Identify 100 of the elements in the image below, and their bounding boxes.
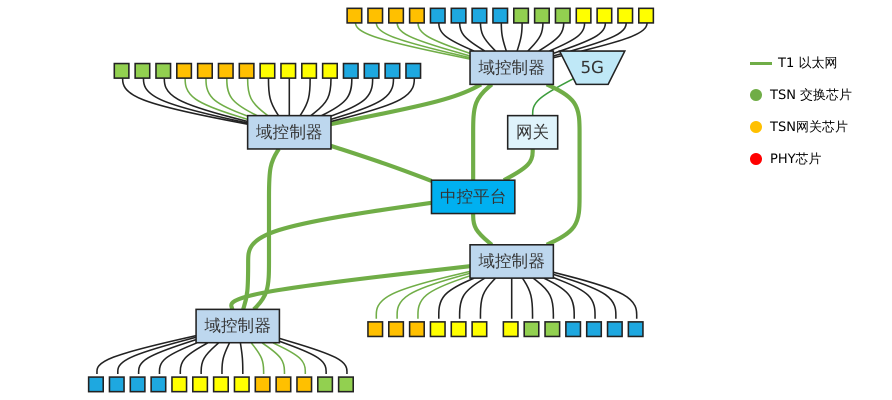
connector [396, 272, 470, 319]
node-box: 域控制器 [246, 114, 332, 150]
node-box [638, 8, 654, 24]
node-box [275, 376, 292, 392]
node-box: 中控平台 [430, 179, 516, 214]
connector [458, 277, 486, 319]
legend-text: T1 以太网 [778, 55, 838, 72]
node-box [301, 62, 318, 79]
node-box [565, 321, 582, 338]
node-box [596, 8, 612, 24]
node-box: 域控制器 [469, 244, 554, 279]
connector [553, 276, 596, 319]
node-box [176, 62, 192, 79]
node-box: 域控制器 [195, 308, 280, 344]
node-box [502, 321, 519, 338]
node-box [114, 62, 130, 79]
connector [96, 334, 196, 374]
connector [438, 277, 474, 319]
connector [241, 200, 432, 310]
connector [546, 82, 582, 247]
node-box [134, 62, 150, 79]
node-box [346, 8, 362, 24]
node-box [155, 62, 172, 79]
node-box [523, 321, 540, 338]
node-box [554, 8, 571, 24]
node-box: 域控制器 [469, 50, 554, 86]
node-box [130, 376, 146, 392]
node-box [384, 62, 400, 79]
connector [272, 342, 306, 374]
node-box [388, 8, 404, 24]
legend-text: PHY芯片 [770, 151, 822, 168]
connector [480, 278, 496, 319]
connector [261, 342, 286, 374]
node-box [408, 321, 425, 338]
node-box [576, 8, 592, 24]
node-box [544, 321, 560, 338]
connector [553, 271, 638, 319]
connector [200, 342, 220, 374]
connector [376, 270, 470, 319]
connector [532, 278, 554, 319]
node-box [450, 8, 467, 24]
connector [250, 342, 264, 374]
node-box [367, 8, 384, 24]
node-box [338, 376, 354, 392]
node-box [471, 8, 488, 24]
node-box [150, 376, 166, 392]
node-box [238, 62, 255, 79]
node-box [218, 62, 234, 79]
connector [221, 342, 230, 374]
connector [279, 340, 327, 374]
connector [158, 342, 198, 374]
node-box [212, 376, 229, 392]
node-box: 网关 [506, 114, 558, 150]
node-box [196, 62, 213, 79]
connector [138, 338, 196, 374]
node-box [513, 8, 530, 24]
connector [279, 338, 348, 374]
connector [553, 274, 617, 319]
node-box [408, 8, 425, 24]
node-box [317, 376, 334, 392]
node-box [296, 376, 312, 392]
node-box [322, 62, 338, 79]
connector [510, 278, 512, 319]
node-box [405, 62, 422, 79]
node-box [192, 376, 208, 392]
connector [117, 336, 196, 374]
connector [229, 264, 470, 310]
connector [252, 148, 281, 311]
node-box [88, 376, 104, 392]
connector [180, 342, 208, 374]
node-box [367, 321, 384, 338]
connector [522, 278, 534, 319]
node-box [430, 8, 446, 24]
node-box [171, 376, 188, 392]
node-box [364, 62, 380, 79]
node-box [108, 376, 125, 392]
connector [417, 275, 470, 319]
node-box [628, 321, 644, 338]
node-box [617, 8, 634, 24]
connector [471, 82, 494, 180]
node-box [492, 8, 508, 24]
connector [240, 342, 244, 374]
node-box [388, 321, 404, 338]
node-box [430, 321, 446, 338]
connector [330, 82, 482, 126]
legend-text: TSN网关芯片 [770, 119, 848, 136]
node-box [234, 376, 250, 392]
node-box [586, 321, 602, 338]
node-box [606, 321, 623, 338]
node-box [280, 62, 296, 79]
node-box [534, 8, 550, 24]
connector [532, 78, 574, 116]
node-box [450, 321, 467, 338]
node-box [471, 321, 488, 338]
connector [330, 144, 432, 183]
node-box [254, 376, 271, 392]
connector [471, 214, 494, 246]
node-box [259, 62, 276, 79]
node-box [342, 62, 359, 79]
connector [544, 277, 575, 319]
